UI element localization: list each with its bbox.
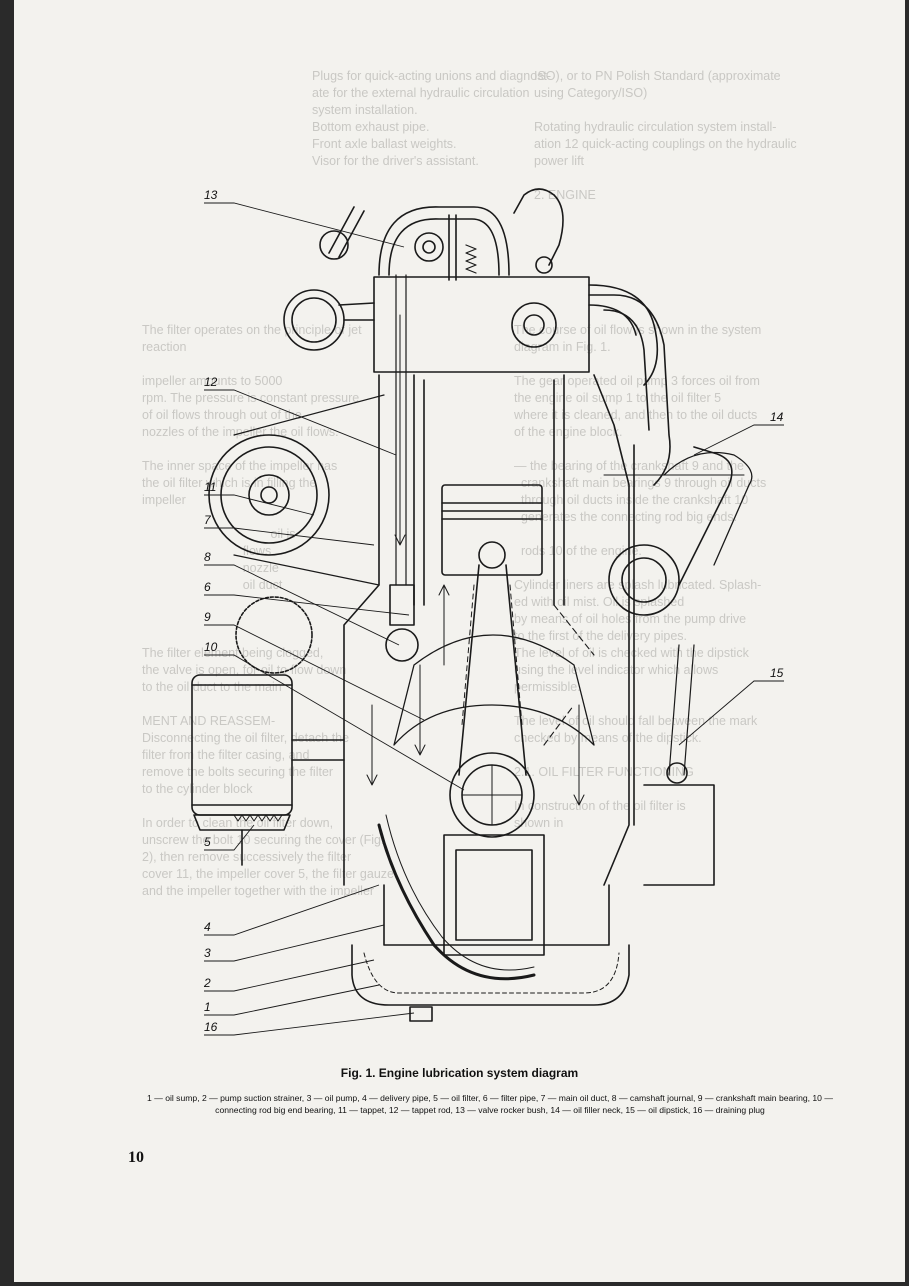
intake-ring [283, 289, 345, 351]
document-page: Plugs for quick-acting unions and diagno… [14, 0, 905, 1282]
callout-16: 16 [204, 1020, 218, 1034]
bleed-through-text-left: Plugs for quick-acting unions and diagno… [312, 69, 552, 168]
callout-3: 3 [204, 946, 211, 960]
callout-14: 14 [770, 410, 784, 424]
callout-10: 10 [204, 640, 218, 654]
main-bearing-cap [443, 834, 545, 956]
oil-filler-body [608, 544, 680, 616]
cylinder-block [343, 374, 630, 886]
figure-legend: 1 — oil sump, 2 — pump suction strainer,… [147, 1093, 833, 1115]
callout-4: 4 [204, 920, 211, 934]
valve-cover [378, 206, 510, 276]
callout-11: 11 [204, 480, 216, 494]
figure-caption: Fig. 1. Engine lubrication system diagra… [340, 1066, 579, 1080]
callout-2: 2 [203, 976, 211, 990]
callout-9: 9 [204, 610, 211, 624]
callout-5: 5 [204, 835, 211, 849]
bleed-through-text-right: ISO), or to PN Polish Standard (approxim… [534, 69, 797, 202]
callout-7: 7 [204, 513, 212, 527]
engine-lubrication-diagram: 13 12 11 7 8 6 9 10 5 4 3 2 1 16 14 15 [191, 188, 784, 1036]
crankshaft-big-end [449, 752, 535, 838]
callout-8: 8 [204, 550, 211, 564]
piston [441, 484, 543, 576]
callout-13: 13 [204, 188, 218, 202]
callout-15: 15 [770, 666, 784, 680]
cylinder-head [373, 276, 590, 373]
oil-sump [351, 944, 630, 1006]
page-number: 10 [128, 1149, 144, 1166]
connecting-rod [458, 564, 527, 776]
callout-12: 12 [204, 375, 218, 389]
callout-1: 1 [204, 1000, 211, 1014]
bleed-through-text-left-2: The filter operates on the principle of … [142, 323, 394, 898]
callout-6: 6 [204, 580, 211, 594]
oil-filter [191, 674, 293, 816]
